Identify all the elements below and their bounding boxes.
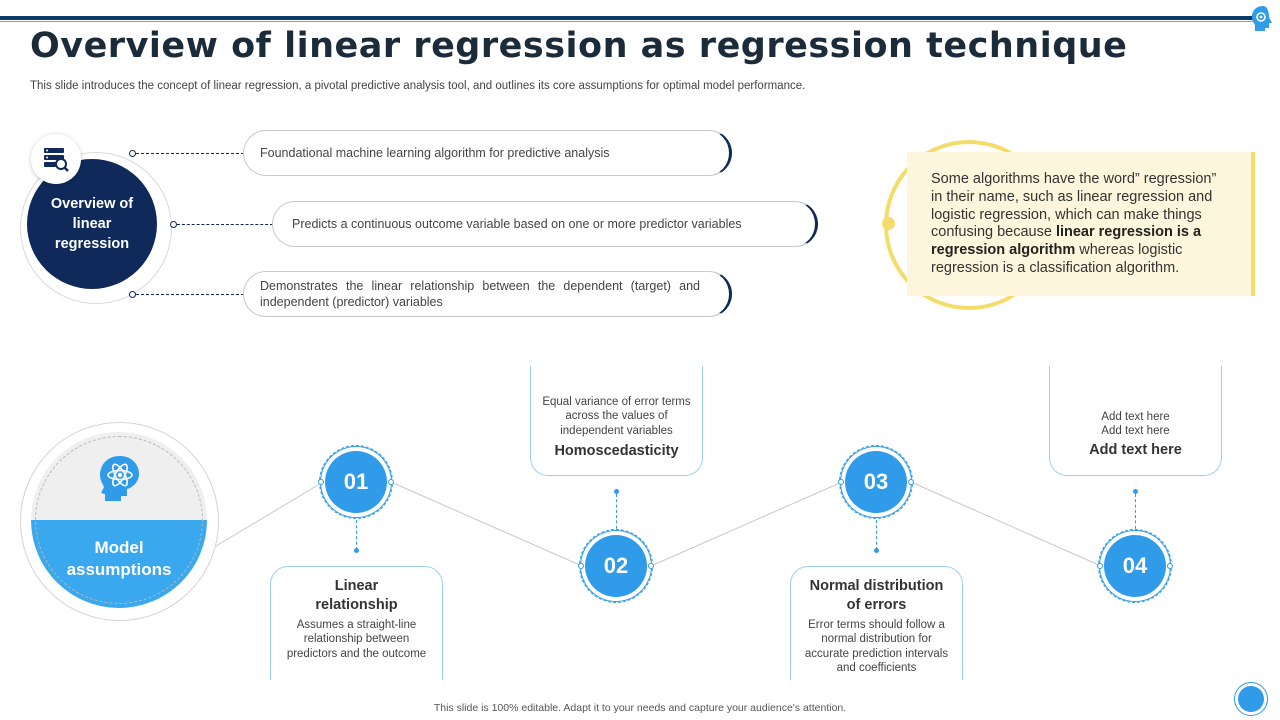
overview-point-text: Demonstrates the linear relationship bet… [260, 279, 700, 309]
overview-label: Overview of linear regression [50, 196, 134, 252]
step-dot [1097, 563, 1103, 569]
connector-line [136, 294, 244, 295]
step-02: 02 [585, 535, 647, 597]
header-bar [0, 16, 1262, 20]
note-highlight: linear regression is a regression algori… [931, 224, 1202, 259]
circle-button[interactable] [1234, 682, 1268, 716]
step-connector [876, 520, 877, 550]
overview-point-text: Foundational machine learning algorithm … [260, 146, 610, 160]
overview-point-3: Demonstrates the linear relationship bet… [243, 271, 732, 317]
step-connector-dot [354, 548, 359, 553]
step-dot [838, 479, 844, 485]
card-desc: Add text here [1101, 425, 1170, 438]
step-connector [1135, 494, 1136, 534]
step-connector-dot [874, 548, 879, 553]
assumption-card-4: Add text here Add text here Add text her… [1049, 366, 1222, 476]
step-connector-dot [614, 489, 619, 494]
page-subtitle: This slide introduces the concept of lin… [30, 80, 806, 92]
step-03: 03 [845, 451, 907, 513]
card-desc: Equal variance of error terms across the… [542, 396, 691, 437]
step-01: 01 [325, 451, 387, 513]
assumptions-label: Model assumptions [66, 538, 172, 579]
head-atom-icon [94, 453, 146, 505]
assumption-card-1: Linear relationship Assumes a straight-l… [270, 566, 443, 680]
assumption-card-2: Equal variance of error terms across the… [530, 366, 703, 476]
card-title: Linear relationship [315, 578, 398, 613]
assumptions-inner-ring [35, 436, 203, 604]
assumptions-ring [20, 422, 219, 621]
overview-circle: Overview of linear regression [27, 159, 157, 289]
step-connector [356, 520, 357, 550]
note-text-end: whereas logistic regression is a classif… [931, 242, 1183, 276]
step-dot [388, 479, 394, 485]
step-connector-dot [1133, 489, 1138, 494]
connector-dot [129, 150, 136, 157]
note-text: Some algorithms have the word” regressio… [931, 171, 1217, 241]
step-dot [1167, 563, 1173, 569]
connector-line [177, 224, 273, 225]
step-dot [908, 479, 914, 485]
assumptions-circle [31, 432, 207, 608]
overview-ring [20, 152, 172, 304]
step-connector [616, 494, 617, 534]
connector-dot [170, 221, 177, 228]
card-desc: Error terms should follow a normal distr… [804, 619, 949, 674]
header-accent-line [0, 21, 1262, 22]
circle-button-fill [1238, 686, 1264, 712]
overview-point-1: Foundational machine learning algorithm … [243, 130, 732, 176]
note-box: Some algorithms have the word” regressio… [907, 152, 1255, 296]
connector-line [136, 153, 244, 154]
server-search-icon [31, 134, 81, 184]
overview-point-2: Predicts a continuous outcome variable b… [272, 201, 818, 247]
step-04: 04 [1104, 535, 1166, 597]
step-dot [318, 479, 324, 485]
card-title: Homoscedasticity [554, 442, 679, 459]
connector-dot [129, 291, 136, 298]
brain-gear-icon [1250, 4, 1276, 34]
step-dot [578, 563, 584, 569]
card-desc: Add text here [1101, 411, 1170, 423]
card-desc: Assumes a straight-line relationship bet… [286, 619, 427, 660]
step-dot [648, 563, 654, 569]
footer-note: This slide is 100% editable. Adapt it to… [433, 702, 847, 714]
card-title: Add text here [1089, 441, 1182, 458]
note-dot [882, 217, 895, 230]
overview-point-text: Predicts a continuous outcome variable b… [292, 217, 742, 231]
assumption-card-3: Normal distribution of errors Error term… [790, 566, 963, 680]
card-title: Normal distribution of errors [809, 578, 944, 613]
page-title: Overview of linear regression as regress… [30, 26, 1128, 66]
